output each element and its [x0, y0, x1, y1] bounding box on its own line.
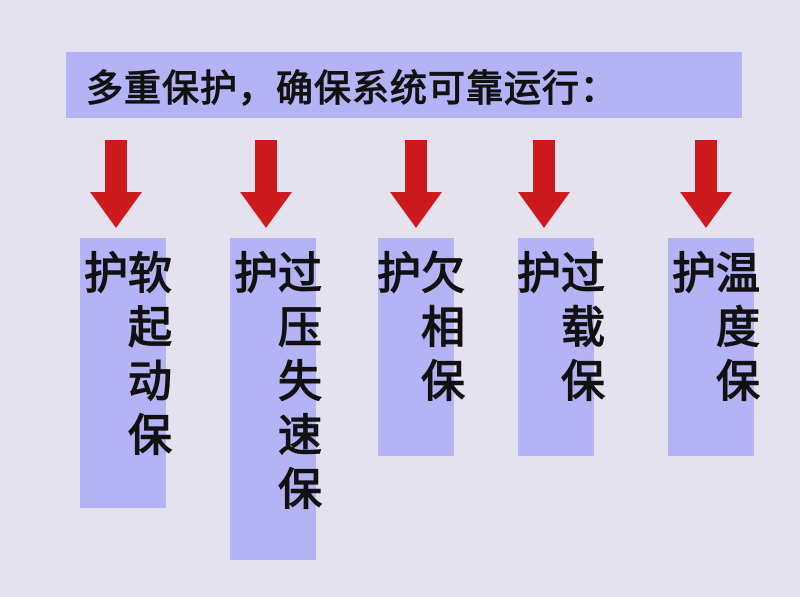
down-arrow-icon	[90, 140, 142, 228]
title-box: 多重保护，确保系统可靠运行：	[66, 52, 742, 118]
diagram-title: 多重保护，确保系统可靠运行：	[86, 67, 618, 110]
down-arrow-icon	[518, 140, 570, 228]
item-box-temperature: 温度保护	[664, 238, 759, 456]
item-label: 温度保护	[664, 250, 759, 412]
item-box-overload: 过载保护	[509, 238, 604, 456]
down-arrow-icon	[680, 140, 732, 228]
item-box-overvoltage: 过压失速保护	[226, 238, 321, 560]
item-label: 欠相保护	[369, 250, 464, 412]
item-label: 软起动保护	[76, 250, 171, 466]
item-box-soft-start: 软起动保护	[76, 238, 171, 508]
item-box-phase-loss: 欠相保护	[369, 238, 464, 456]
down-arrow-icon	[240, 140, 292, 228]
down-arrow-icon	[390, 140, 442, 228]
item-label: 过载保护	[509, 250, 604, 412]
item-label: 过压失速保护	[226, 250, 321, 520]
